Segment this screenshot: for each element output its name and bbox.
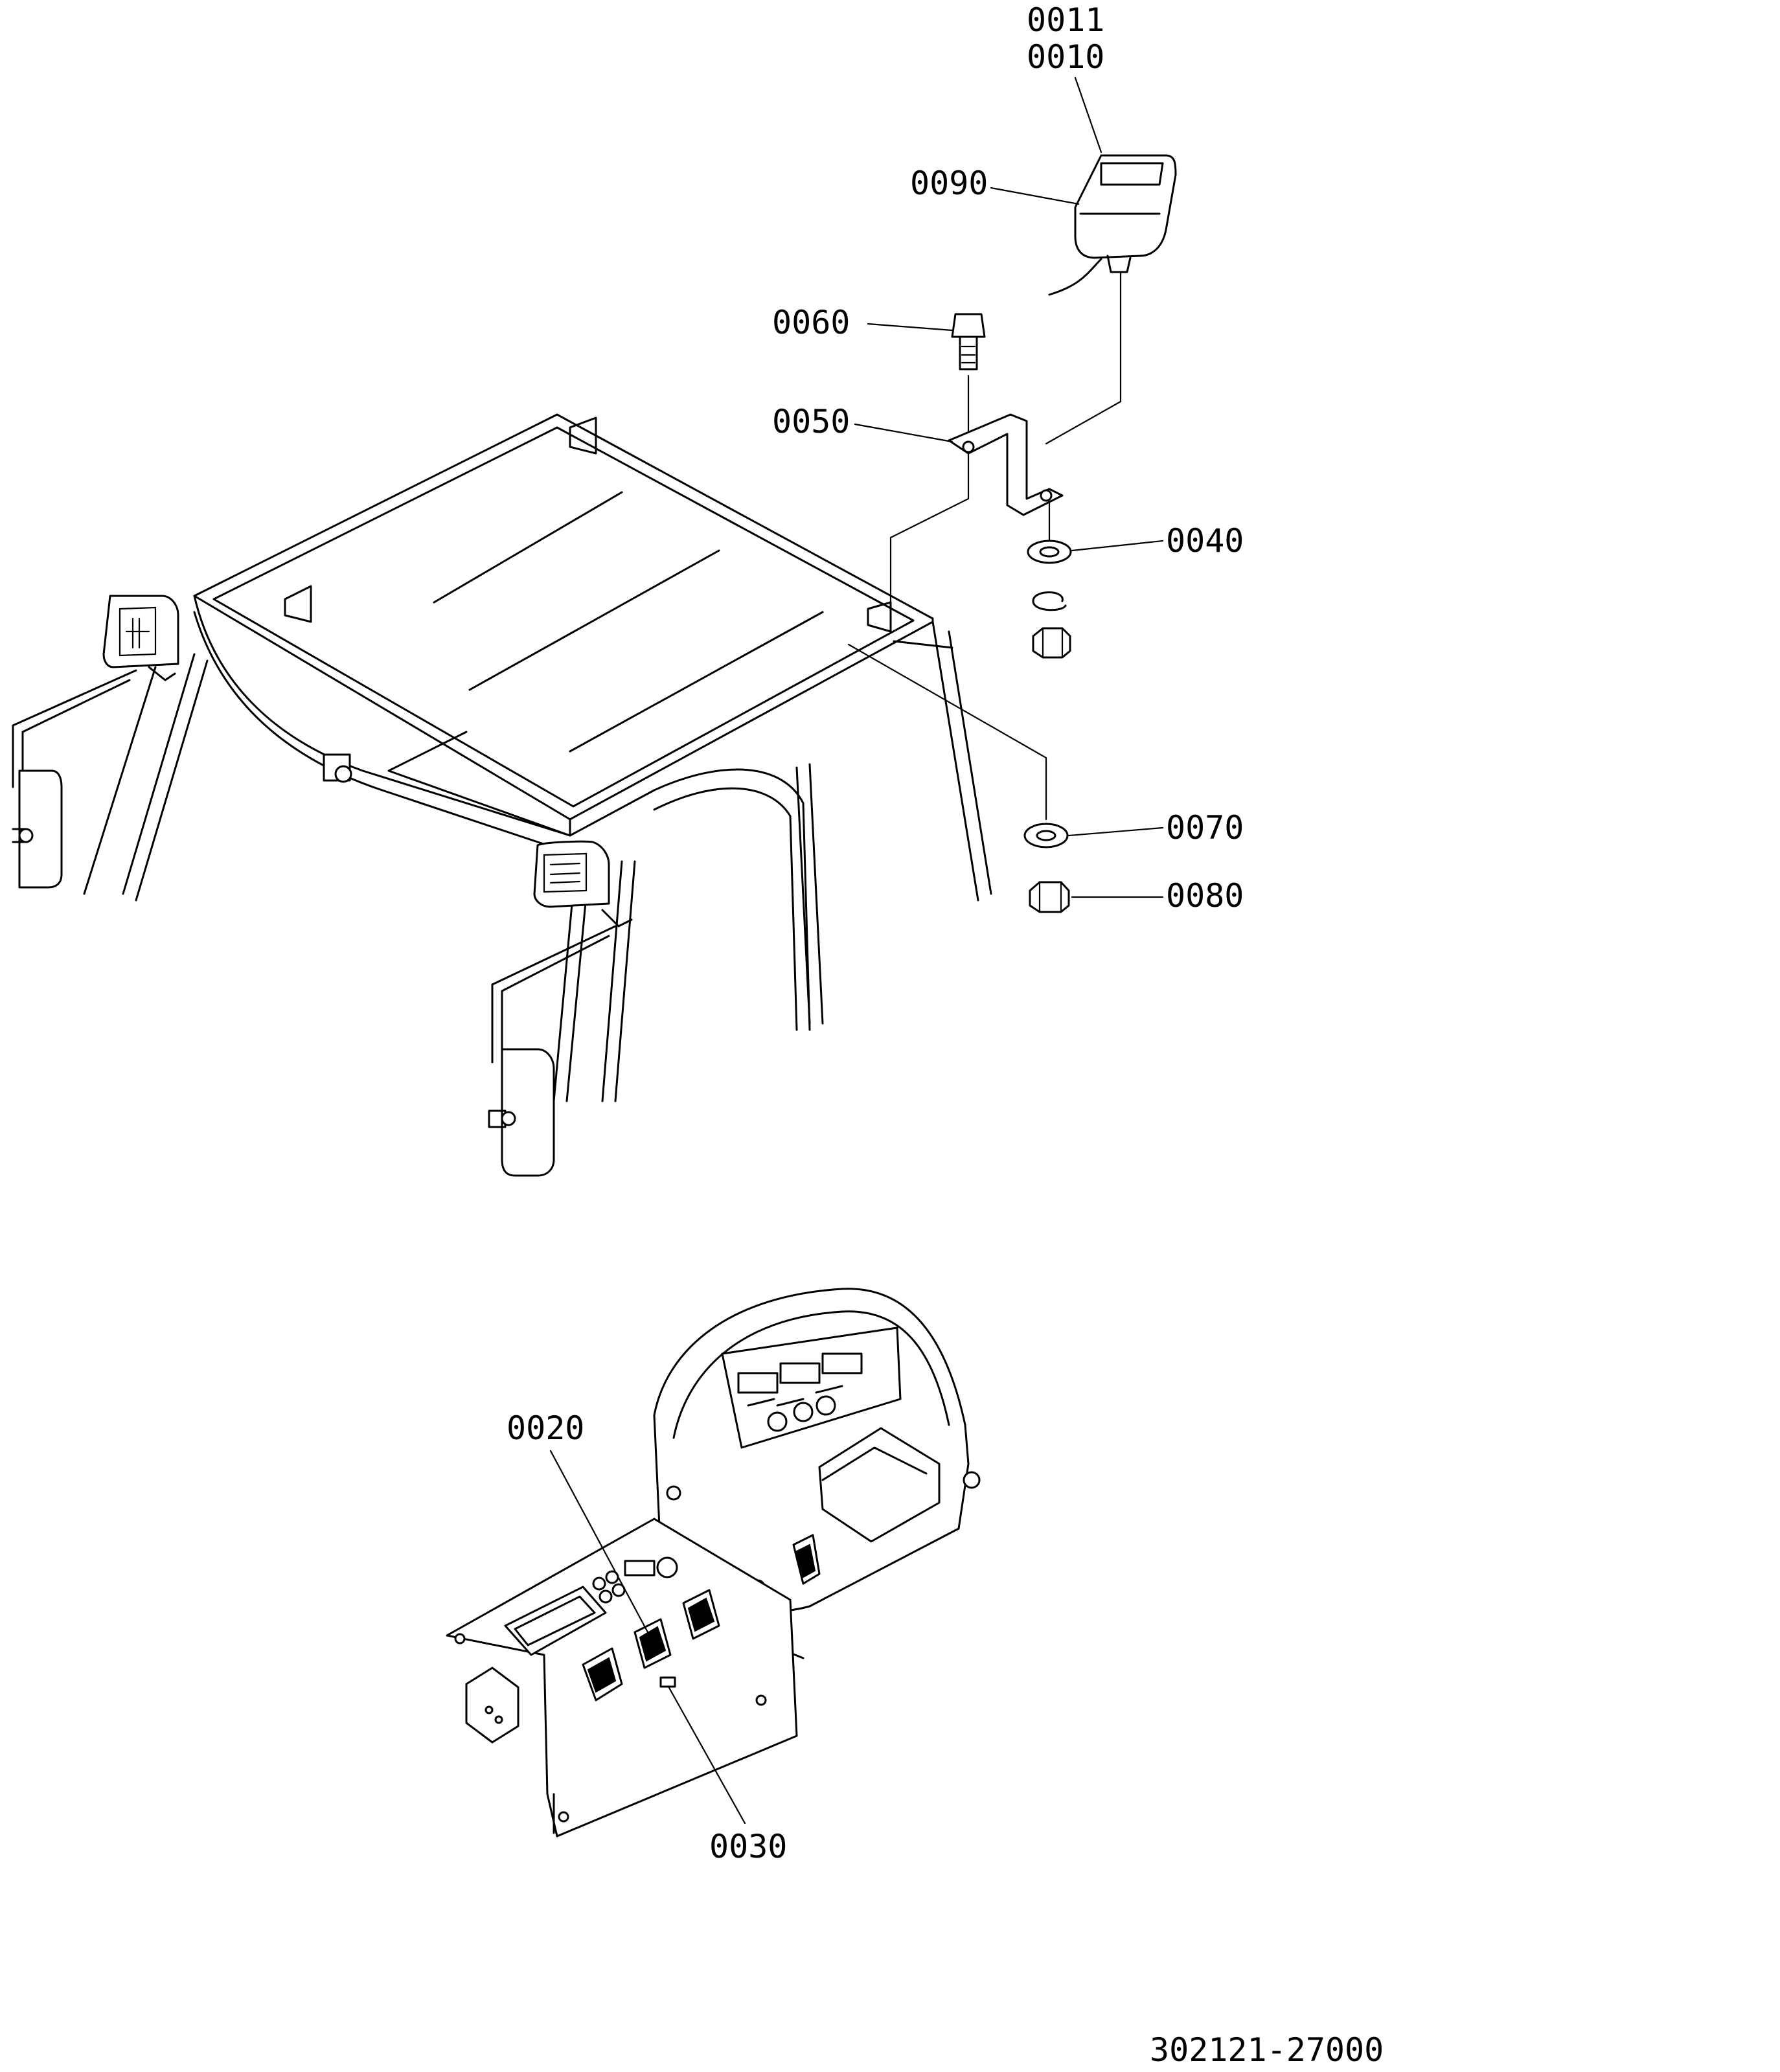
label-0080: 0080 xyxy=(1166,877,1244,915)
label-0010: 0010 xyxy=(1027,38,1104,76)
cab-canopy xyxy=(12,413,992,1177)
label-0011: 0011 xyxy=(1027,1,1104,39)
part-labels: 0011 0010 0090 0060 0050 0040 0070 0080 … xyxy=(507,1,1244,1865)
label-0060: 0060 xyxy=(772,304,850,341)
leader-lines xyxy=(549,76,1164,1825)
drawing-number: 302121-27000 xyxy=(1150,2031,1384,2069)
label-0020: 0020 xyxy=(507,1409,584,1447)
label-0070: 0070 xyxy=(1166,809,1244,847)
label-0030: 0030 xyxy=(709,1828,787,1865)
label-0040: 0040 xyxy=(1166,522,1244,560)
label-0090: 0090 xyxy=(910,165,988,202)
dashboard xyxy=(446,1288,981,1838)
lamp-assembly xyxy=(847,154,1177,913)
label-0050: 0050 xyxy=(772,403,850,440)
